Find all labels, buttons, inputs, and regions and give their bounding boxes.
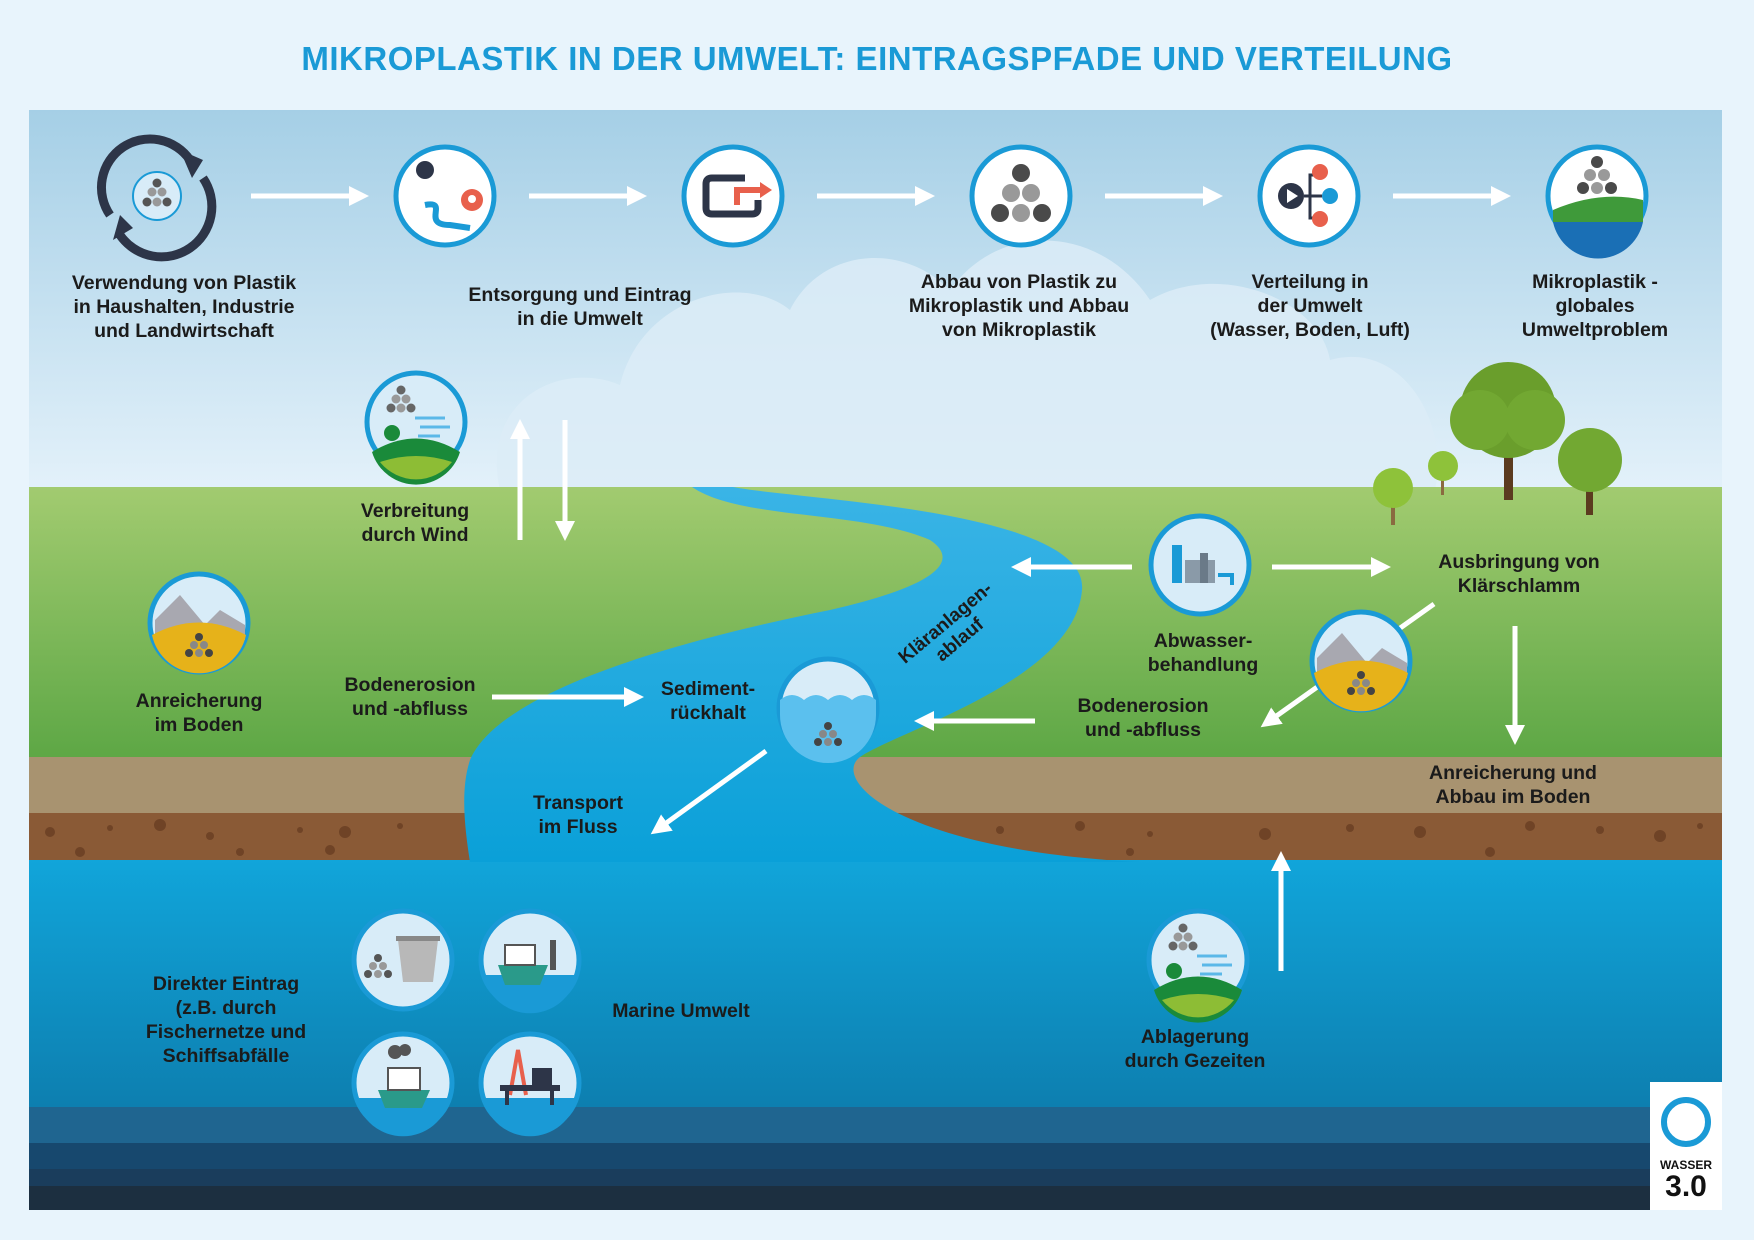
sediment-icon	[776, 656, 880, 763]
label-line: Anreicherung und	[1429, 762, 1597, 784]
label-line: Mikroplastik und Abbau	[908, 295, 1130, 317]
label-line: von Mikroplastik	[942, 319, 1096, 341]
oil-platform-icon	[478, 1031, 582, 1137]
flow-arrows	[251, 186, 1525, 971]
logo-version: 3.0	[1665, 1170, 1707, 1203]
label-line: Transport	[533, 792, 623, 814]
soil-pebbles	[45, 819, 1703, 857]
export-icon	[681, 144, 785, 248]
label-line: Abbau von Plastik zu	[920, 271, 1118, 293]
wind-icon	[364, 370, 468, 485]
label-sediment: Sediment-rückhalt	[661, 677, 755, 725]
label-line: (z.B. durch	[175, 997, 277, 1019]
label-line: Mikroplastik -	[1532, 271, 1658, 293]
label-line: Abwasser-	[1153, 630, 1253, 652]
global-problem-icon	[1545, 144, 1649, 259]
map-route-icon	[393, 144, 497, 248]
label-marine: Marine Umwelt	[612, 999, 750, 1023]
label-line: und Landwirtschaft	[94, 320, 274, 342]
label-line: Entsorgung und Eintrag	[468, 284, 692, 306]
label-line: im Boden	[154, 714, 244, 736]
label-line: Bodenerosion	[1077, 695, 1209, 717]
label-line: rückhalt	[670, 702, 746, 724]
label-line: Ablagerung	[1140, 1026, 1250, 1048]
label-line: behandlung	[1147, 654, 1259, 676]
label-line: Ausbringung von	[1438, 551, 1600, 573]
label-line: Fischernetze und	[145, 1021, 307, 1043]
label-line: Schiffsabfälle	[162, 1045, 290, 1067]
label-line: und -abfluss	[1085, 719, 1201, 741]
label-line: der Umwelt	[1257, 295, 1363, 317]
soil-accumulation-icon-right	[1309, 609, 1413, 713]
label-line: durch Wind	[361, 524, 469, 546]
label-line: Sediment-	[660, 678, 756, 700]
wastewater-treatment-icon	[1148, 513, 1252, 617]
label-line: Anreicherung	[135, 690, 263, 712]
ship-icon	[351, 1031, 455, 1137]
label-line: Marine Umwelt	[612, 1000, 750, 1022]
label-wastewater: Abwasser-behandlung	[1148, 629, 1259, 677]
label-line: Verteilung in	[1251, 271, 1369, 293]
label-line: Verbreitung	[360, 500, 470, 522]
wasser-logo: WASSER 3.0	[1650, 1082, 1722, 1210]
soil-accumulation-icon-left	[147, 571, 251, 675]
recycle-cycle-icon	[96, 134, 217, 262]
label-line: Bodenerosion	[344, 674, 476, 696]
label-line: und -abfluss	[352, 698, 468, 720]
fishing-boat-icon	[478, 908, 582, 1014]
label-line: im Fluss	[538, 816, 618, 838]
particles-icon	[969, 144, 1073, 248]
label-line: globales	[1555, 295, 1635, 317]
trees	[1373, 362, 1622, 525]
label-line: Direkter Eintrag	[152, 973, 300, 995]
distribution-icon	[1257, 144, 1361, 248]
label-line: Umweltproblem	[1521, 319, 1669, 341]
cloud	[496, 240, 1438, 490]
label-line: in die Umwelt	[517, 308, 643, 330]
label-line: Klärschlamm	[1457, 575, 1581, 597]
label-line: durch Gezeiten	[1124, 1050, 1266, 1072]
label-line: Verwendung von Plastik	[71, 272, 297, 294]
label-line: (Wasser, Boden, Luft)	[1210, 319, 1410, 341]
label-line: in Haushalten, Industrie	[73, 296, 295, 318]
logo-circle-icon	[1661, 1097, 1711, 1147]
label-line: Abbau im Boden	[1435, 786, 1591, 808]
logo-word: WASSER	[1659, 1158, 1712, 1172]
page-title: MIKROPLASTIK IN DER UMWELT: EINTRAGSPFAD…	[301, 40, 1453, 77]
tides-icon	[1146, 908, 1250, 1023]
waste-bin-icon	[351, 908, 455, 1012]
